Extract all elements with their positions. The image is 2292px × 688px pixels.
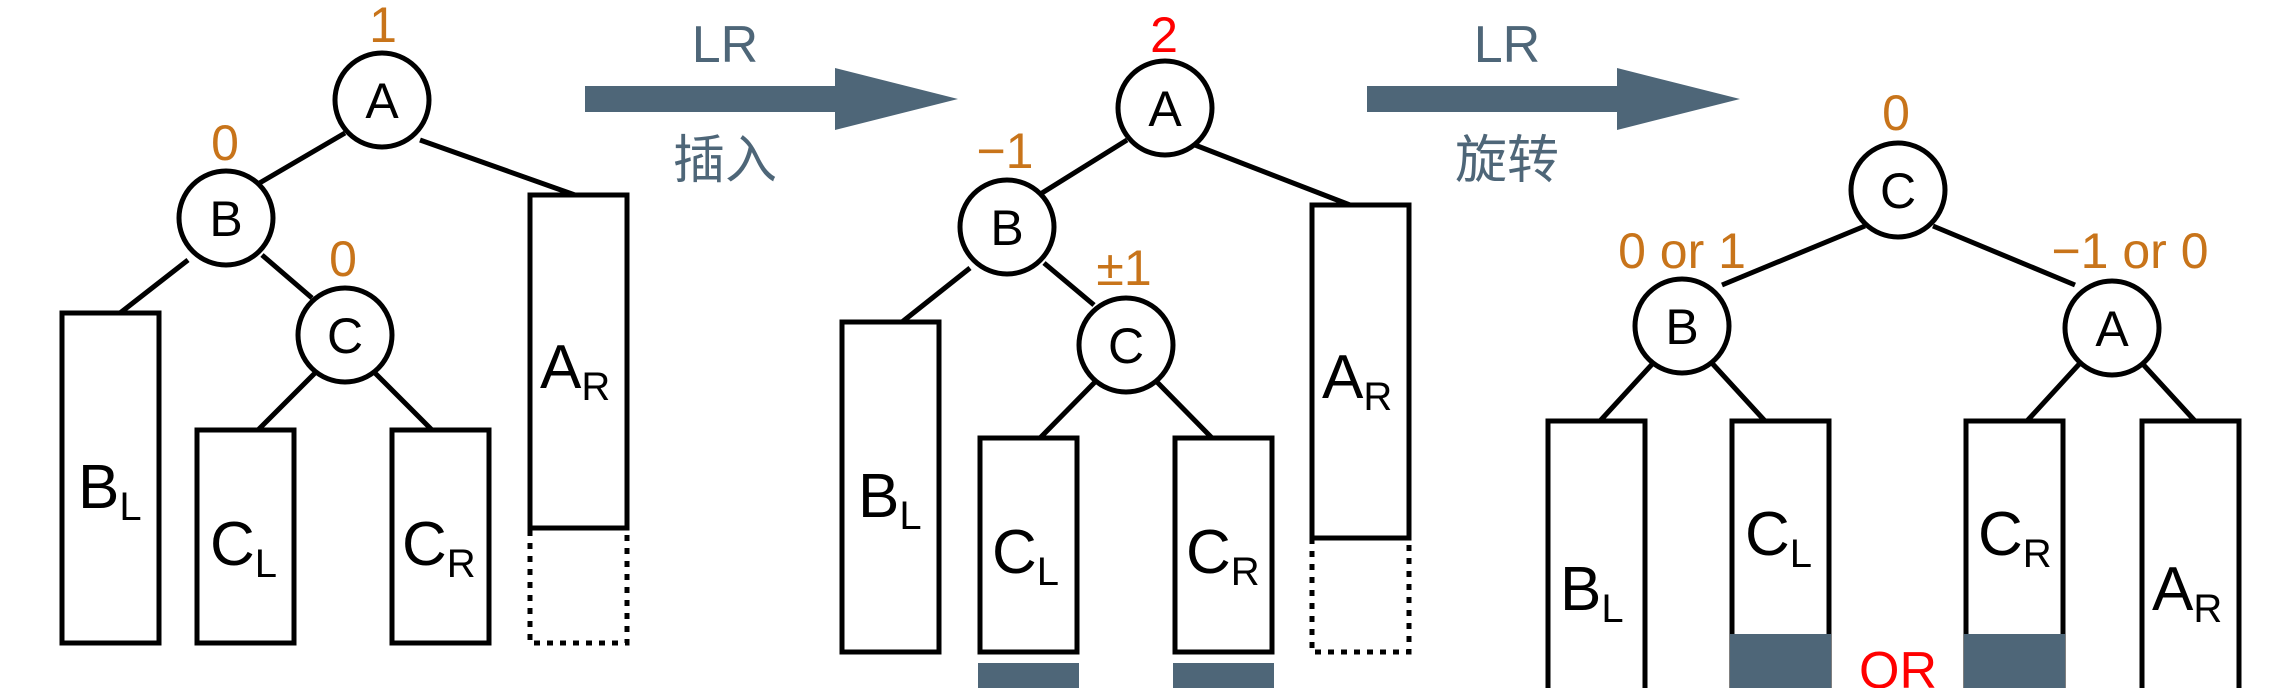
arrow-2-shaft <box>1367 86 1637 112</box>
balance-c: 0 <box>329 231 357 287</box>
balance-b: −1 <box>976 123 1033 179</box>
edge-b-bl <box>118 258 190 315</box>
insert-block-cl <box>978 663 1079 688</box>
insert-block-cr <box>1964 634 2065 688</box>
subtree-bl-box <box>59 310 162 646</box>
subtree-bl-label: BL <box>858 462 922 538</box>
node-b-circle <box>176 168 276 268</box>
stage-3-tree <box>1545 140 2242 688</box>
subtree-cl-label: CL <box>210 510 277 586</box>
node-a-label: A <box>2095 301 2129 357</box>
node-c-circle <box>1848 140 1948 240</box>
arrow-2: LR 旋转 <box>1367 16 1740 191</box>
edge-a-ar <box>419 137 576 198</box>
node-a-circle <box>332 50 432 150</box>
stage-3-insert-blocks <box>1730 634 2065 688</box>
subtree-cr-box <box>389 427 492 646</box>
stage-1-labels: A B C 1 0 0 BL CL CR AR <box>78 0 610 586</box>
edge-c-b <box>1721 223 1866 288</box>
balance-a: 1 <box>369 0 397 53</box>
node-c-circle <box>295 285 395 385</box>
subtree-cl-box <box>1729 418 1832 688</box>
subtree-bl-box <box>839 319 942 655</box>
edge-b-cl <box>1708 359 1767 423</box>
subtree-ar-box <box>527 192 630 531</box>
node-c-label: C <box>1108 318 1144 374</box>
arrow-1-caption: 插入 <box>673 131 777 191</box>
subtree-ar-dotted-extension <box>1309 535 1412 655</box>
edge-c-a <box>1932 223 2076 288</box>
stage-2-insert-blocks <box>978 663 1274 688</box>
node-c-label: C <box>327 308 363 364</box>
edge-b-c <box>1042 261 1096 307</box>
balance-b: 0 <box>211 115 239 171</box>
balance-a: 2 <box>1150 7 1178 63</box>
subtree-ar-label: AR <box>2152 555 2222 631</box>
edge-a-b <box>1040 137 1129 196</box>
stage-1-tree <box>59 50 630 646</box>
node-b-label: B <box>1665 299 1698 355</box>
edge-a-ar <box>1194 142 1351 208</box>
edge-c-cr <box>1155 380 1214 440</box>
arrow-2-caption: 旋转 <box>1455 131 1559 191</box>
or-label: OR <box>1859 642 1937 688</box>
stage-2-labels: A B C 2 −1 ±1 BL CL CR AR <box>858 7 1392 594</box>
subtree-cl-label: CL <box>1745 500 1812 576</box>
arrow-1: LR 插入 <box>585 16 958 191</box>
node-a-circle <box>1115 58 1215 158</box>
subtree-bl-label: BL <box>1560 555 1624 631</box>
subtree-bl-label: BL <box>78 453 142 529</box>
node-c-circle <box>1076 295 1176 395</box>
subtree-cr-label: CR <box>1186 518 1260 594</box>
insert-block-cr <box>1173 663 1274 688</box>
node-a-label: A <box>1148 81 1182 137</box>
balance-c: 0 <box>1882 85 1910 141</box>
edge-a-ar <box>2138 359 2197 423</box>
arrow-2-head <box>1617 68 1740 130</box>
node-a-circle <box>2062 278 2162 378</box>
edge-b-bl <box>900 266 972 324</box>
edge-b-bl <box>1598 359 1657 423</box>
edge-a-cr <box>2025 359 2084 423</box>
subtree-cr-box <box>1172 435 1275 655</box>
node-a-label: A <box>365 73 399 129</box>
subtree-cl-box <box>977 435 1080 655</box>
subtree-ar-label: AR <box>1322 343 1392 419</box>
subtree-ar-box <box>1309 202 1412 541</box>
balance-b: 0 or 1 <box>1618 223 1746 279</box>
edge-c-cr <box>373 371 434 432</box>
subtree-ar-dotted-extension <box>527 525 630 646</box>
subtree-cr-box <box>1963 418 2066 688</box>
edge-c-cl <box>1038 380 1097 440</box>
subtree-ar-label: AR <box>540 333 610 409</box>
node-b-label: B <box>990 200 1023 256</box>
stage-3-labels: C B A 0 0 or 1 −1 or 0 BL CL CR AR OR <box>1560 85 2222 688</box>
stage-2-tree <box>839 58 1412 655</box>
subtree-cr-label: CR <box>402 510 476 586</box>
subtree-cl-label: CL <box>992 518 1059 594</box>
node-c-label: C <box>1880 163 1916 219</box>
edge-c-cl <box>256 371 317 432</box>
subtree-cr-label: CR <box>1978 500 2052 576</box>
subtree-ar-box <box>2139 418 2242 688</box>
subtree-cl-box <box>194 427 297 646</box>
balance-c: ±1 <box>1096 240 1151 296</box>
node-b-circle <box>957 177 1057 277</box>
balance-a: −1 or 0 <box>2051 223 2208 279</box>
arrow-1-head <box>835 68 958 130</box>
node-b-circle <box>1632 276 1732 376</box>
arrow-1-shaft <box>585 86 855 112</box>
arrow-1-op-label: LR <box>692 16 758 74</box>
arrow-2-op-label: LR <box>1474 16 1540 74</box>
insert-block-cl <box>1730 634 1831 688</box>
node-b-label: B <box>209 191 242 247</box>
subtree-bl-box <box>1545 418 1648 688</box>
edge-b-c <box>260 253 314 300</box>
